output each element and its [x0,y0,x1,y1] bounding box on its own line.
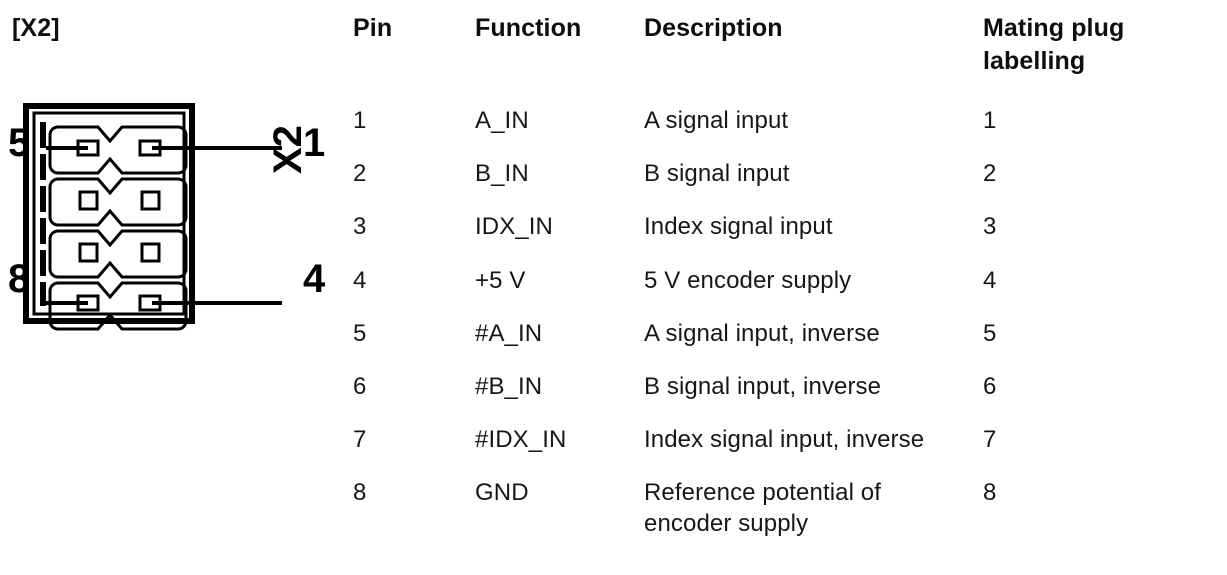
cell-mating-value: 2 [983,160,997,188]
cell-function-value: GND [475,478,529,506]
pin-callout-1: 1 [303,121,326,166]
cell-pin-value: 3 [353,213,367,241]
header-function-label: Function [475,14,582,42]
cell-pin-value: 7 [353,425,367,453]
table-row: 4 +5 V 5 V encoder supply 4 [0,255,1227,309]
header-mating-plug: Mating plug labelling [971,0,1227,97]
table-header-row: [X2] Pin Function Description Mating plu… [0,0,1227,97]
leader-lines [46,146,282,306]
cell-mating-value: 3 [983,213,997,241]
cell-pin: 2 [341,149,463,203]
cell-description: 5 V encoder supply [632,255,971,309]
cell-mating: 4 [971,255,1227,309]
header-description-label: Description [644,14,783,42]
cell-mating: 3 [971,202,1227,256]
header-pin-label: Pin [353,14,393,42]
cell-pin-value: 1 [353,107,367,135]
pin-callout-8: 8 [8,257,31,302]
table-row: 8 GND Reference potential of encoder sup… [0,467,1227,575]
cell-pin-value: 5 [353,319,367,347]
cell-mating-value: 5 [983,319,997,347]
cell-description-value: A signal input [644,107,789,135]
cell-function-value: A_IN [475,107,529,135]
cell-description: Reference potential of encoder supply [632,467,971,575]
cell-function-value: #A_IN [475,319,543,347]
cell-function: B_IN [463,149,632,203]
connector-rotated-label: X2 [266,125,310,175]
table-row: 6 #B_IN B signal input, inverse 6 [0,361,1227,415]
cell-function-value: IDX_IN [475,213,553,241]
cell-description-value: B signal input, inverse [644,372,882,400]
cell-mating: 1 [971,96,1227,150]
cell-function: #IDX_IN [463,414,632,468]
cell-function-value: #IDX_IN [475,425,567,453]
cell-pin-value: 8 [353,478,367,506]
cell-mating: 2 [971,149,1227,203]
cell-description: Index signal input [632,202,971,256]
cell-function: #A_IN [463,308,632,362]
cell-description-value: A signal input, inverse [644,319,880,347]
cell-description: A signal input [632,96,971,150]
cell-function: A_IN [463,96,632,150]
connector-title-cell: [X2] [0,0,341,97]
header-function: Function [463,0,632,97]
header-description: Description [632,0,971,97]
cell-description-value: 5 V encoder supply [644,266,852,294]
cell-function-value: #B_IN [475,372,543,400]
cell-mating-value: 1 [983,107,997,135]
8-pin-connector-icon [23,103,282,331]
cell-function: GND [463,467,632,575]
cell-description: B signal input, inverse [632,361,971,415]
cell-function-value: B_IN [475,160,529,188]
pin-callout-5: 5 [8,121,31,166]
pin-callout-4: 4 [303,257,326,302]
connector-title: [X2] [12,14,60,42]
cell-pin-value: 4 [353,266,367,294]
latch-marks [40,122,46,307]
cell-pin: 3 [341,202,463,256]
header-pin: Pin [341,0,463,97]
cell-function: #B_IN [463,361,632,415]
cell-pin: 7 [341,414,463,468]
cell-description: A signal input, inverse [632,308,971,362]
cell-mating: 6 [971,361,1227,415]
cell-description: B signal input [632,149,971,203]
cell-mating-value: 6 [983,372,997,400]
cell-mating-value: 8 [983,478,997,506]
cell-function-value: +5 V [475,266,526,294]
table-row: 5 8 1 4 X2 1 A_IN A signal input [0,96,1227,575]
cell-pin: 1 [341,96,463,150]
cell-function: IDX_IN [463,202,632,256]
cell-description-value: B signal input [644,160,790,188]
table-row: 3 IDX_IN Index signal input 3 [0,202,1227,256]
cell-function: +5 V [463,255,632,309]
cell-mating-value: 4 [983,266,997,294]
cell-description: Index signal input, inverse [632,414,971,468]
cell-pin: 4 [341,255,463,309]
header-mating-plug-label: Mating plug labelling [983,14,1125,75]
connector-diagram: 5 8 1 4 X2 [0,96,341,568]
cell-mating: 5 [971,308,1227,362]
cell-description-value: Index signal input [644,213,833,241]
cell-mating: 8 [971,467,1227,575]
cell-pin: 8 [341,467,463,575]
table-row: 5 #A_IN A signal input, inverse 5 [0,308,1227,362]
cell-pin: 6 [341,361,463,415]
cell-description-value: Index signal input, inverse [644,425,925,453]
cell-pin-value: 2 [353,160,367,188]
table-row: 2 B_IN B signal input 2 [0,149,1227,203]
cell-mating-value: 7 [983,425,997,453]
cell-pin-value: 6 [353,372,367,400]
cell-description-value: Reference potential of encoder supply [644,478,882,538]
connector-diagram-cell: 5 8 1 4 X2 [0,96,341,575]
table-row: 7 #IDX_IN Index signal input, inverse 7 [0,414,1227,468]
cell-mating: 7 [971,414,1227,468]
cell-pin: 5 [341,308,463,362]
